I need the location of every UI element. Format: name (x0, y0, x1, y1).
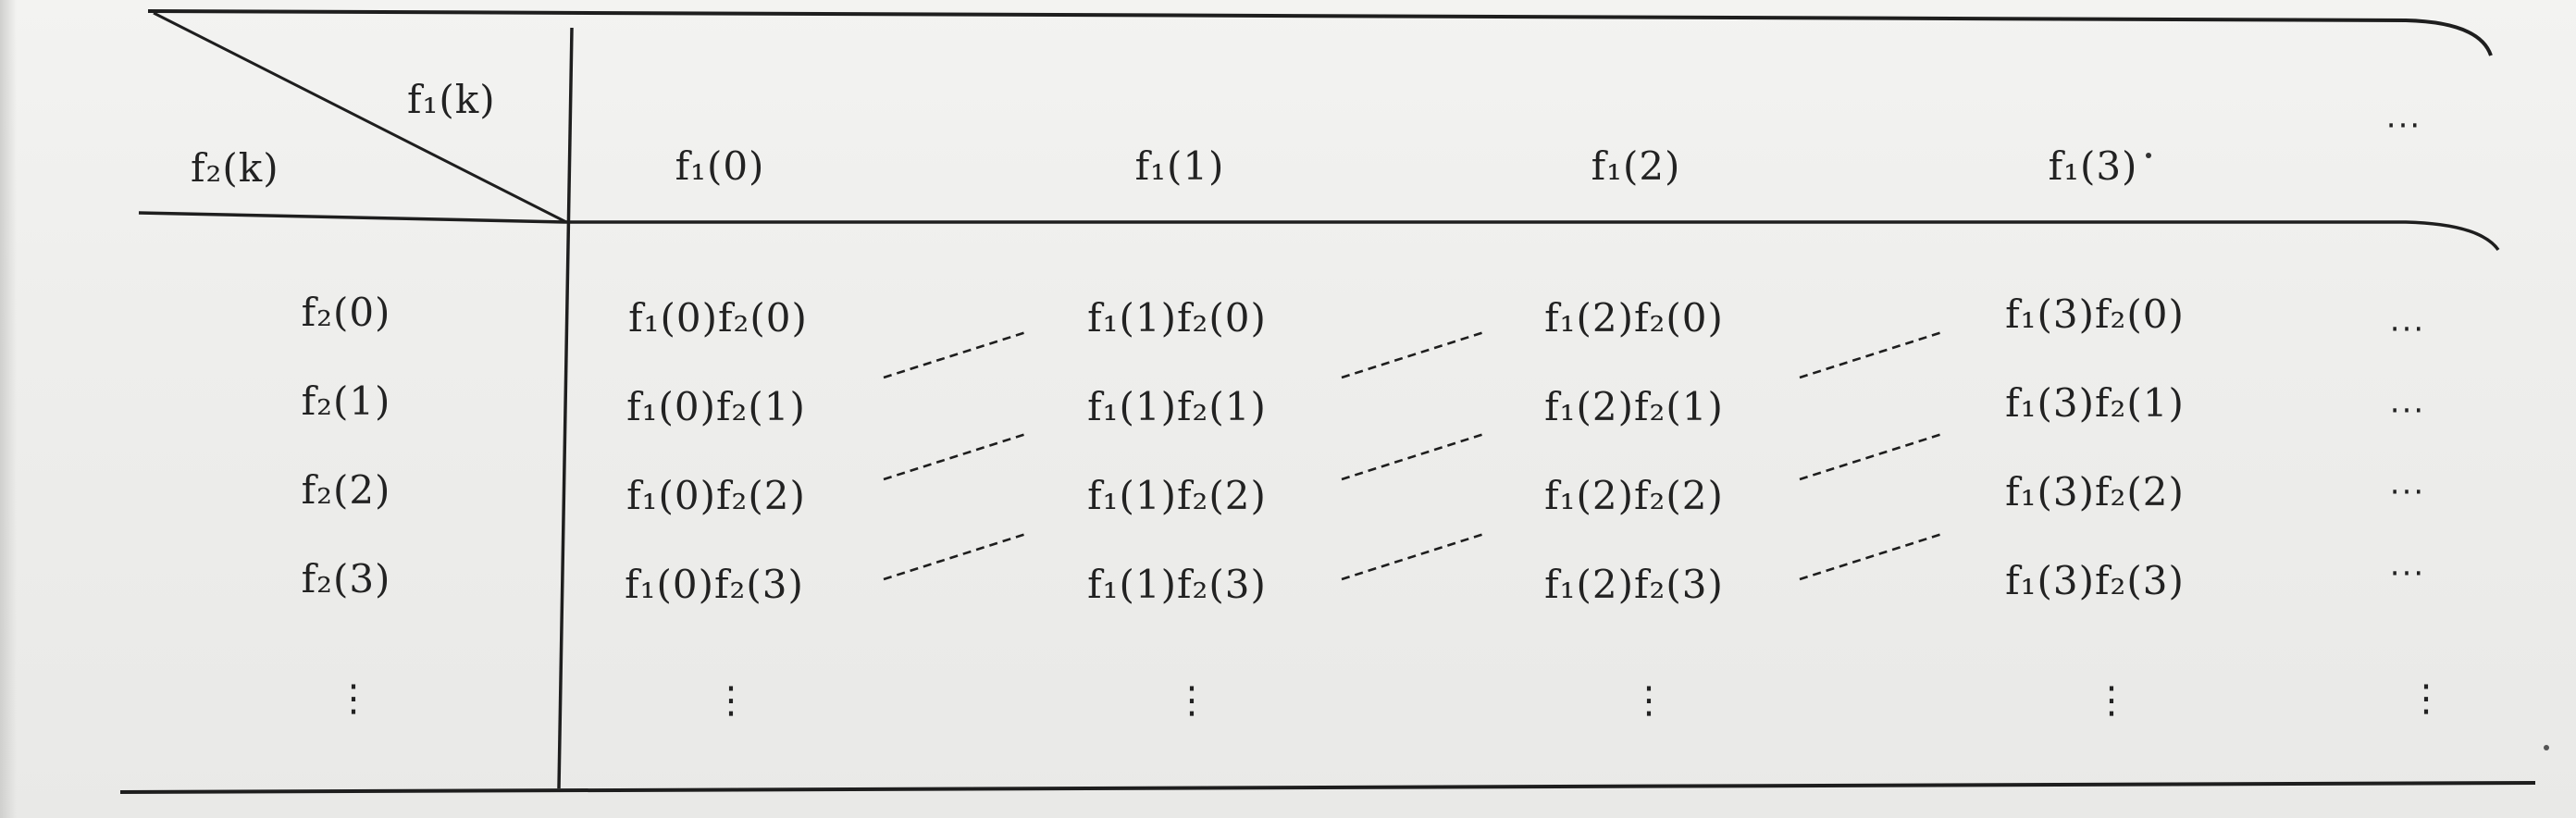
table-cell: f₁(1)f₂(2) (1087, 473, 1267, 518)
column-header: f₁(0) (675, 143, 765, 189)
table-cell: f₁(3)f₂(1) (2005, 380, 2185, 426)
row-ellipsis: ··· (2389, 555, 2426, 592)
table-cell: f₁(2)f₂(1) (1544, 384, 1724, 429)
vertical-ellipsis: ⋮ (712, 679, 749, 722)
header-bottom-rule (138, 211, 2500, 252)
stray-mark (2146, 153, 2151, 158)
row-ellipsis: ··· (2389, 474, 2426, 511)
corner-diagonal (153, 11, 567, 224)
vertical-ellipsis: ⋮ (2093, 679, 2130, 722)
page-edge-shadow (0, 0, 17, 818)
vertical-ellipsis: ⋮ (1173, 679, 1210, 722)
vertical-ellipsis: ⋮ (335, 677, 372, 720)
corner-row-variable: f₂(k) (191, 145, 279, 191)
stray-mark (2544, 745, 2549, 750)
table-cell: f₁(0)f₂(3) (625, 562, 804, 607)
vertical-ellipsis: ⋮ (1630, 679, 1667, 722)
corner-column-variable: f₁(k) (407, 77, 496, 122)
table-cell: f₁(0)f₂(2) (626, 473, 806, 518)
table-cell: f₁(2)f₂(3) (1544, 562, 1724, 607)
column-header: f₁(3) (2048, 143, 2138, 189)
table-cell: f₁(1)f₂(0) (1087, 295, 1267, 341)
table-top-rule (147, 9, 2493, 56)
table-cell: f₁(0)f₂(0) (628, 295, 808, 341)
column-header: f₁(1) (1134, 143, 1225, 189)
row-ellipsis: ··· (2389, 311, 2426, 348)
row-label: f₂(2) (301, 467, 391, 513)
table-cell: f₁(3)f₂(3) (2005, 558, 2185, 603)
dashed-connectors (883, 329, 1946, 581)
column-header: f₁(2) (1591, 143, 1681, 189)
row-ellipsis: ··· (2389, 392, 2426, 429)
table-cell: f₁(3)f₂(0) (2005, 291, 2185, 337)
vertical-ellipsis: ⋮ (2408, 677, 2445, 720)
table-cell: f₁(2)f₂(0) (1544, 295, 1724, 341)
table-cell: f₁(3)f₂(2) (2005, 469, 2185, 514)
table-cell: f₁(1)f₂(3) (1087, 562, 1267, 607)
row-label: f₂(0) (301, 290, 391, 335)
row-label: f₂(3) (301, 556, 391, 601)
table-cell: f₁(2)f₂(2) (1544, 473, 1724, 518)
table-bottom-rule (119, 781, 2536, 794)
header-ellipsis: ··· (2385, 107, 2422, 144)
row-header-divider (557, 27, 574, 789)
row-label: f₂(1) (301, 378, 391, 424)
table-cell: f₁(0)f₂(1) (626, 384, 806, 429)
table-cell: f₁(1)f₂(1) (1087, 384, 1267, 429)
